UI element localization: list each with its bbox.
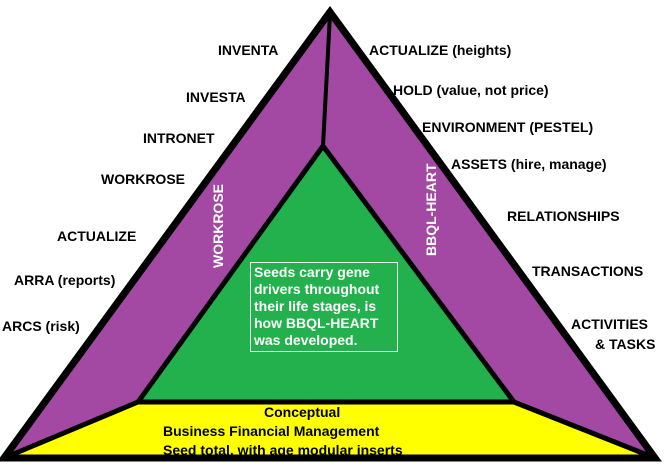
center-text-box: Seeds carry gene drivers throughout thei… (250, 262, 398, 352)
right-label-relationships: RELATIONSHIPS (507, 208, 620, 224)
base-line-conceptual: Conceptual (264, 404, 341, 420)
right-label-actualize-heights: ACTUALIZE (heights) (369, 42, 512, 58)
left-label-arra: ARRA (reports) (14, 272, 116, 288)
right-label-hold: HOLD (value, not price) (393, 82, 549, 98)
right-label-environment: ENVIRONMENT (PESTEL) (422, 119, 594, 135)
left-label-intronet: INTRONET (143, 130, 215, 146)
inner-triangle (133, 141, 519, 405)
right-label-transactions: TRANSACTIONS (532, 263, 644, 279)
right-side-label: BBQL-HEART (423, 163, 439, 256)
left-label-arcs: ARCS (risk) (2, 318, 80, 334)
left-label-workrose: WORKROSE (101, 171, 185, 187)
left-label-actualize: ACTUALIZE (57, 228, 137, 244)
left-side-label: WORKROSE (210, 184, 226, 268)
outer-outline (0, 6, 662, 462)
base-line-seed-total: Seed total, with age modular inserts (163, 442, 403, 458)
base-line-bfm: Business Financial Management (163, 423, 380, 439)
right-label-tasks: & TASKS (595, 336, 656, 352)
left-label-investa: INVESTA (186, 89, 246, 105)
right-label-activities: ACTIVITIES (571, 316, 649, 332)
apex-divider (321, 13, 332, 147)
left-label-inventa: INVENTA (218, 42, 279, 58)
right-label-assets: ASSETS (hire, manage) (451, 156, 607, 172)
